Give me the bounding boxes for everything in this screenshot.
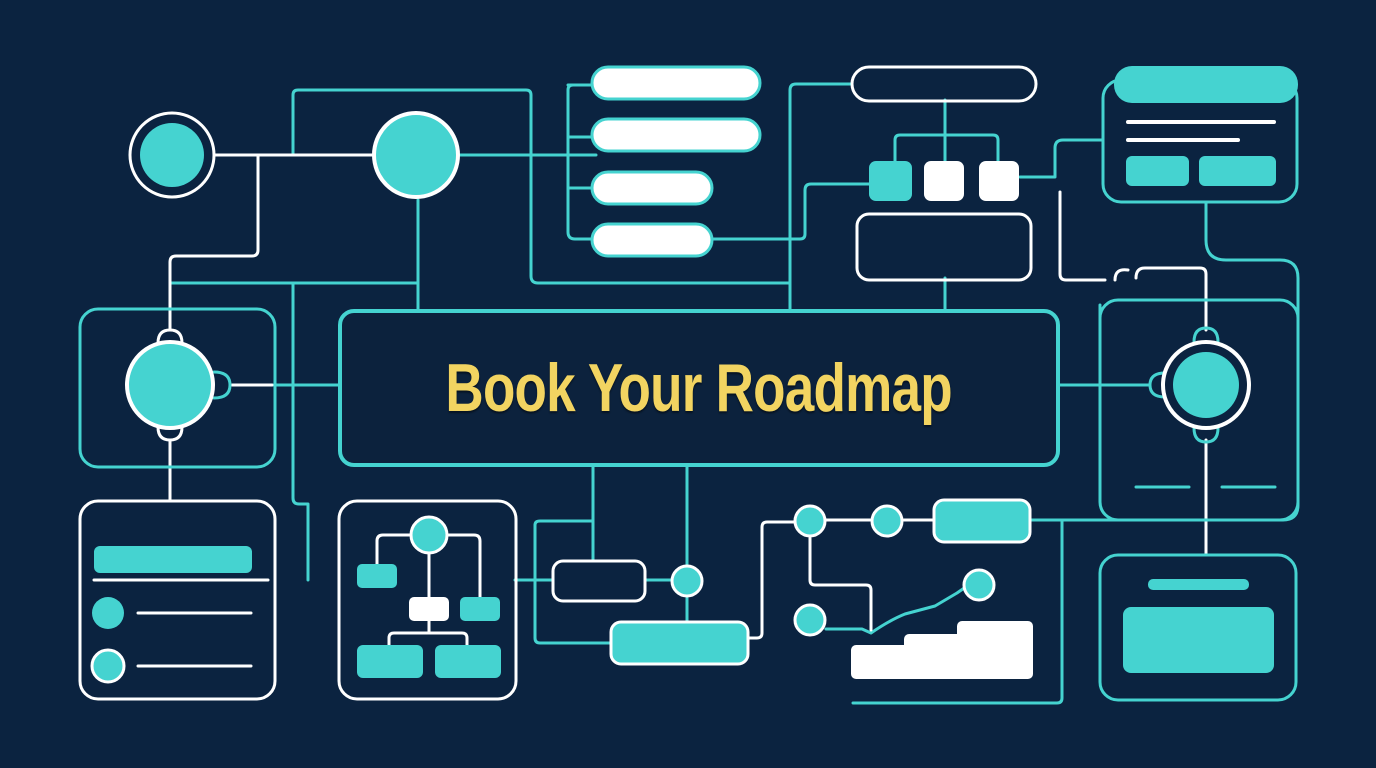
hub-node-right-icon	[1098, 298, 1300, 522]
flow-path-icon	[551, 498, 1032, 666]
list-pills-icon	[590, 65, 762, 258]
bar-chart-icon	[851, 621, 1033, 679]
milestone-node-icon	[372, 111, 460, 199]
card-window-icon	[1101, 66, 1299, 204]
white-connectors	[168, 153, 1208, 640]
org-chart-icon	[850, 65, 1038, 282]
form-card-icon	[1098, 553, 1298, 702]
hub-node-icon	[78, 307, 277, 469]
tree-chart-icon	[337, 499, 518, 701]
list-panel-icon	[78, 499, 277, 701]
start-node-icon	[128, 111, 216, 199]
page-title: Book Your Roadmap	[445, 350, 953, 426]
central-title-node: Book Your Roadmap	[338, 309, 1060, 467]
